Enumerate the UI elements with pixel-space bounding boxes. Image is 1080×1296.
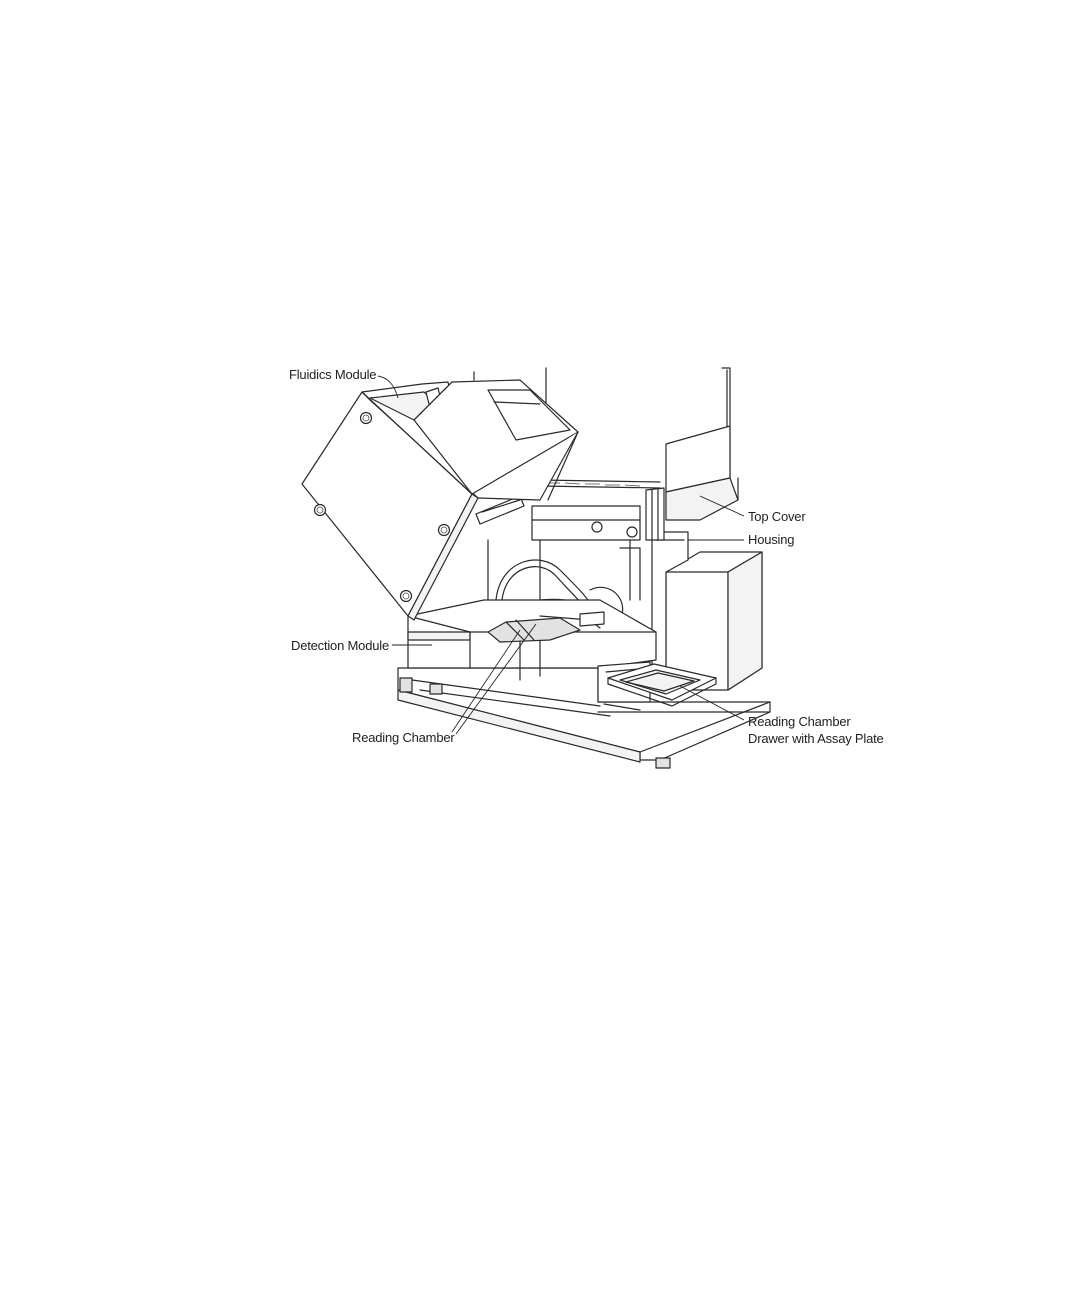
foot bbox=[430, 684, 442, 694]
screw-head bbox=[361, 413, 372, 424]
label-top-cover: Top Cover bbox=[748, 509, 806, 524]
window bbox=[476, 496, 524, 524]
housing bbox=[652, 532, 762, 690]
label-reading-chamber: Reading Chamber bbox=[352, 730, 455, 745]
fluidics-module bbox=[302, 372, 578, 620]
screw-head bbox=[439, 525, 450, 536]
foot bbox=[400, 678, 412, 692]
label-drawer-line2: Drawer with Assay Plate bbox=[748, 731, 884, 746]
label-housing: Housing bbox=[748, 532, 794, 547]
top-cover bbox=[646, 368, 738, 540]
label-drawer-line1: Reading Chamber bbox=[748, 714, 851, 729]
label-fluidics-module: Fluidics Module bbox=[289, 367, 376, 382]
knob bbox=[592, 522, 602, 532]
knob bbox=[627, 527, 637, 537]
foot bbox=[656, 758, 670, 768]
screw-head bbox=[401, 591, 412, 602]
label-detection-module: Detection Module bbox=[291, 638, 389, 653]
screw-head bbox=[315, 505, 326, 516]
